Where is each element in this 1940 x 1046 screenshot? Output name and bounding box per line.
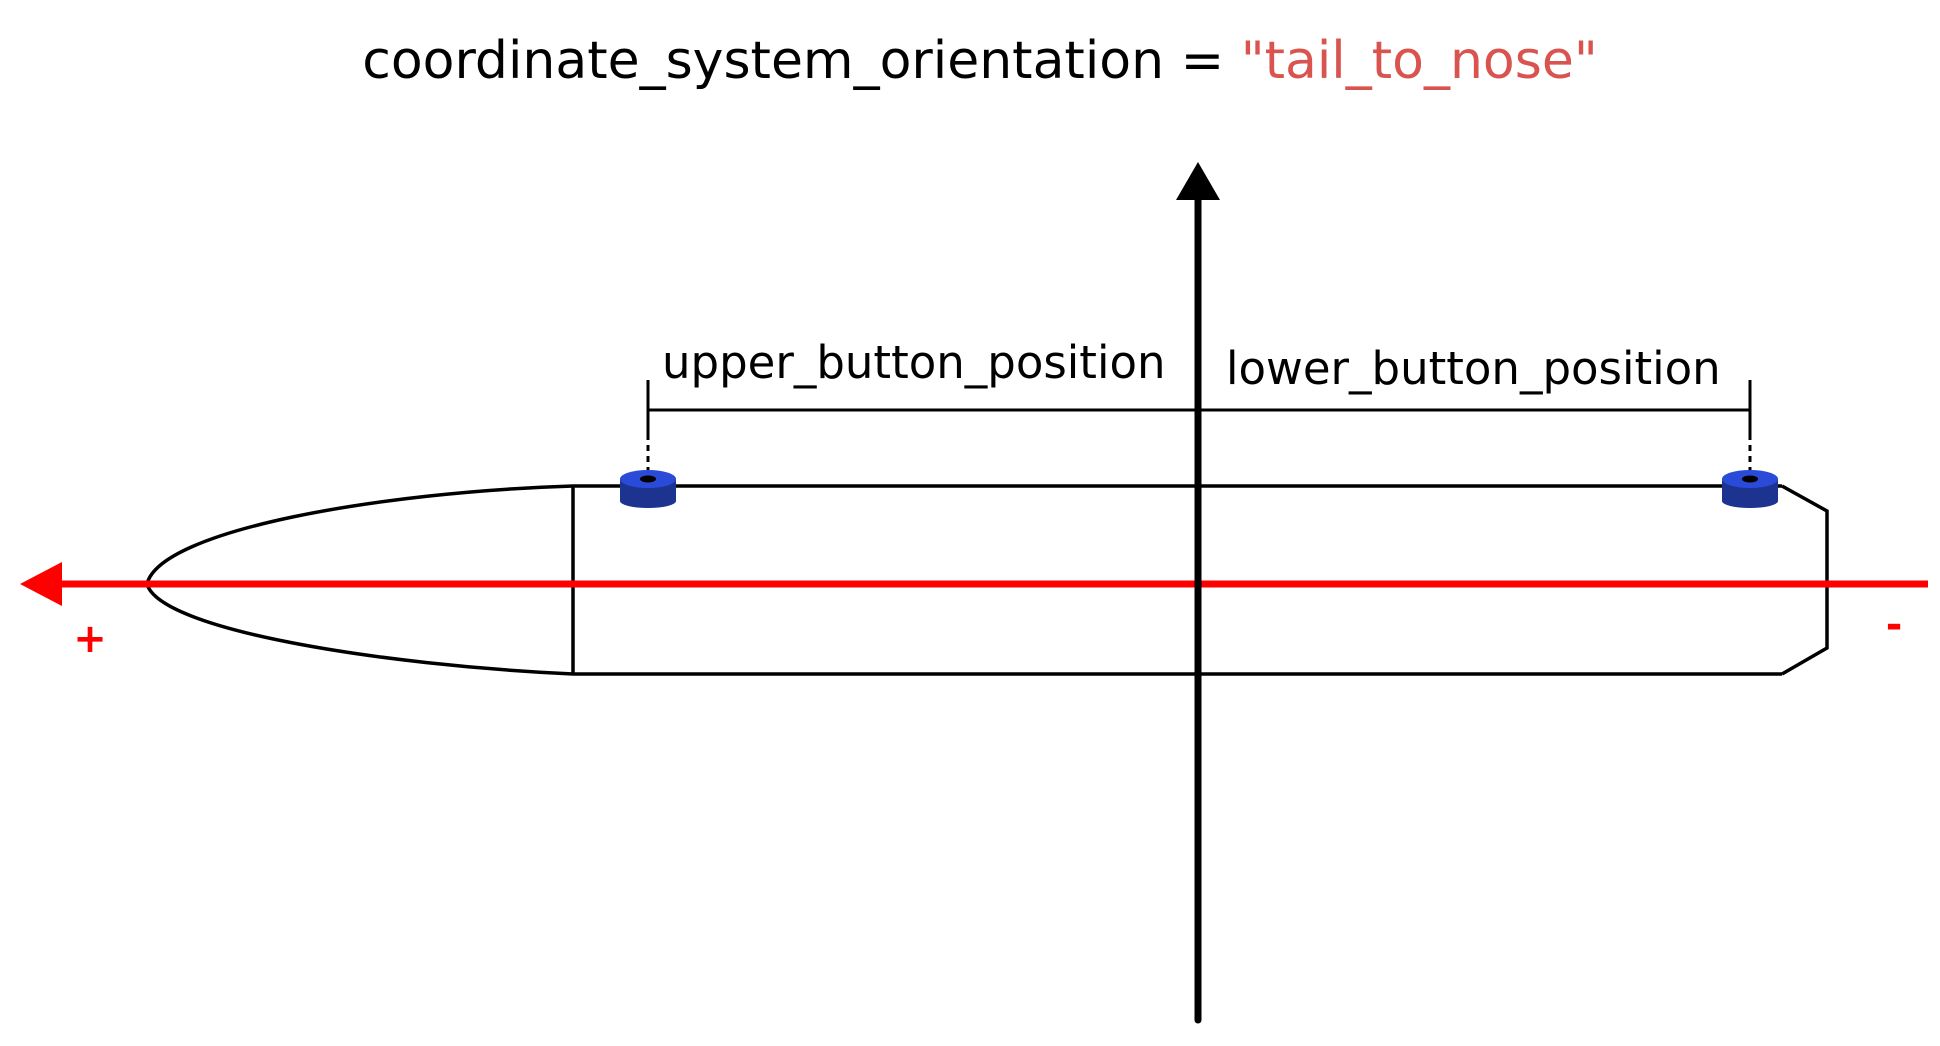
lower-button-label: lower_button_position [1226,342,1721,395]
diagram-title: coordinate_system_orientation = "tail_to… [362,31,1597,91]
axis-positive-sign: + [73,616,107,662]
title-value: "tail_to_nose" [1241,31,1598,91]
rocket-axis [20,562,1928,606]
lower-button-bottom [1722,494,1778,508]
rocket-body-icon [145,484,1829,676]
nose-cone-outline [145,484,574,676]
upper-button-label: upper_button_position [662,336,1166,389]
title-variable: coordinate_system_orientation [362,31,1164,91]
axis-arrow-icon [20,562,62,606]
axis-negative-sign: - [1886,602,1903,648]
upper-button-bottom [620,494,676,508]
upper-rail-button-icon [620,470,676,508]
upper-button-hole [640,475,656,483]
boattail-outline [1781,484,1829,676]
reference-axis-arrow-icon [1176,162,1220,200]
lower-rail-button-icon [1722,470,1778,508]
title-operator: = [1164,31,1241,91]
reference-axis [1176,162,1220,1024]
lower-button-hole [1742,475,1758,483]
dimension-lines [646,380,1752,472]
